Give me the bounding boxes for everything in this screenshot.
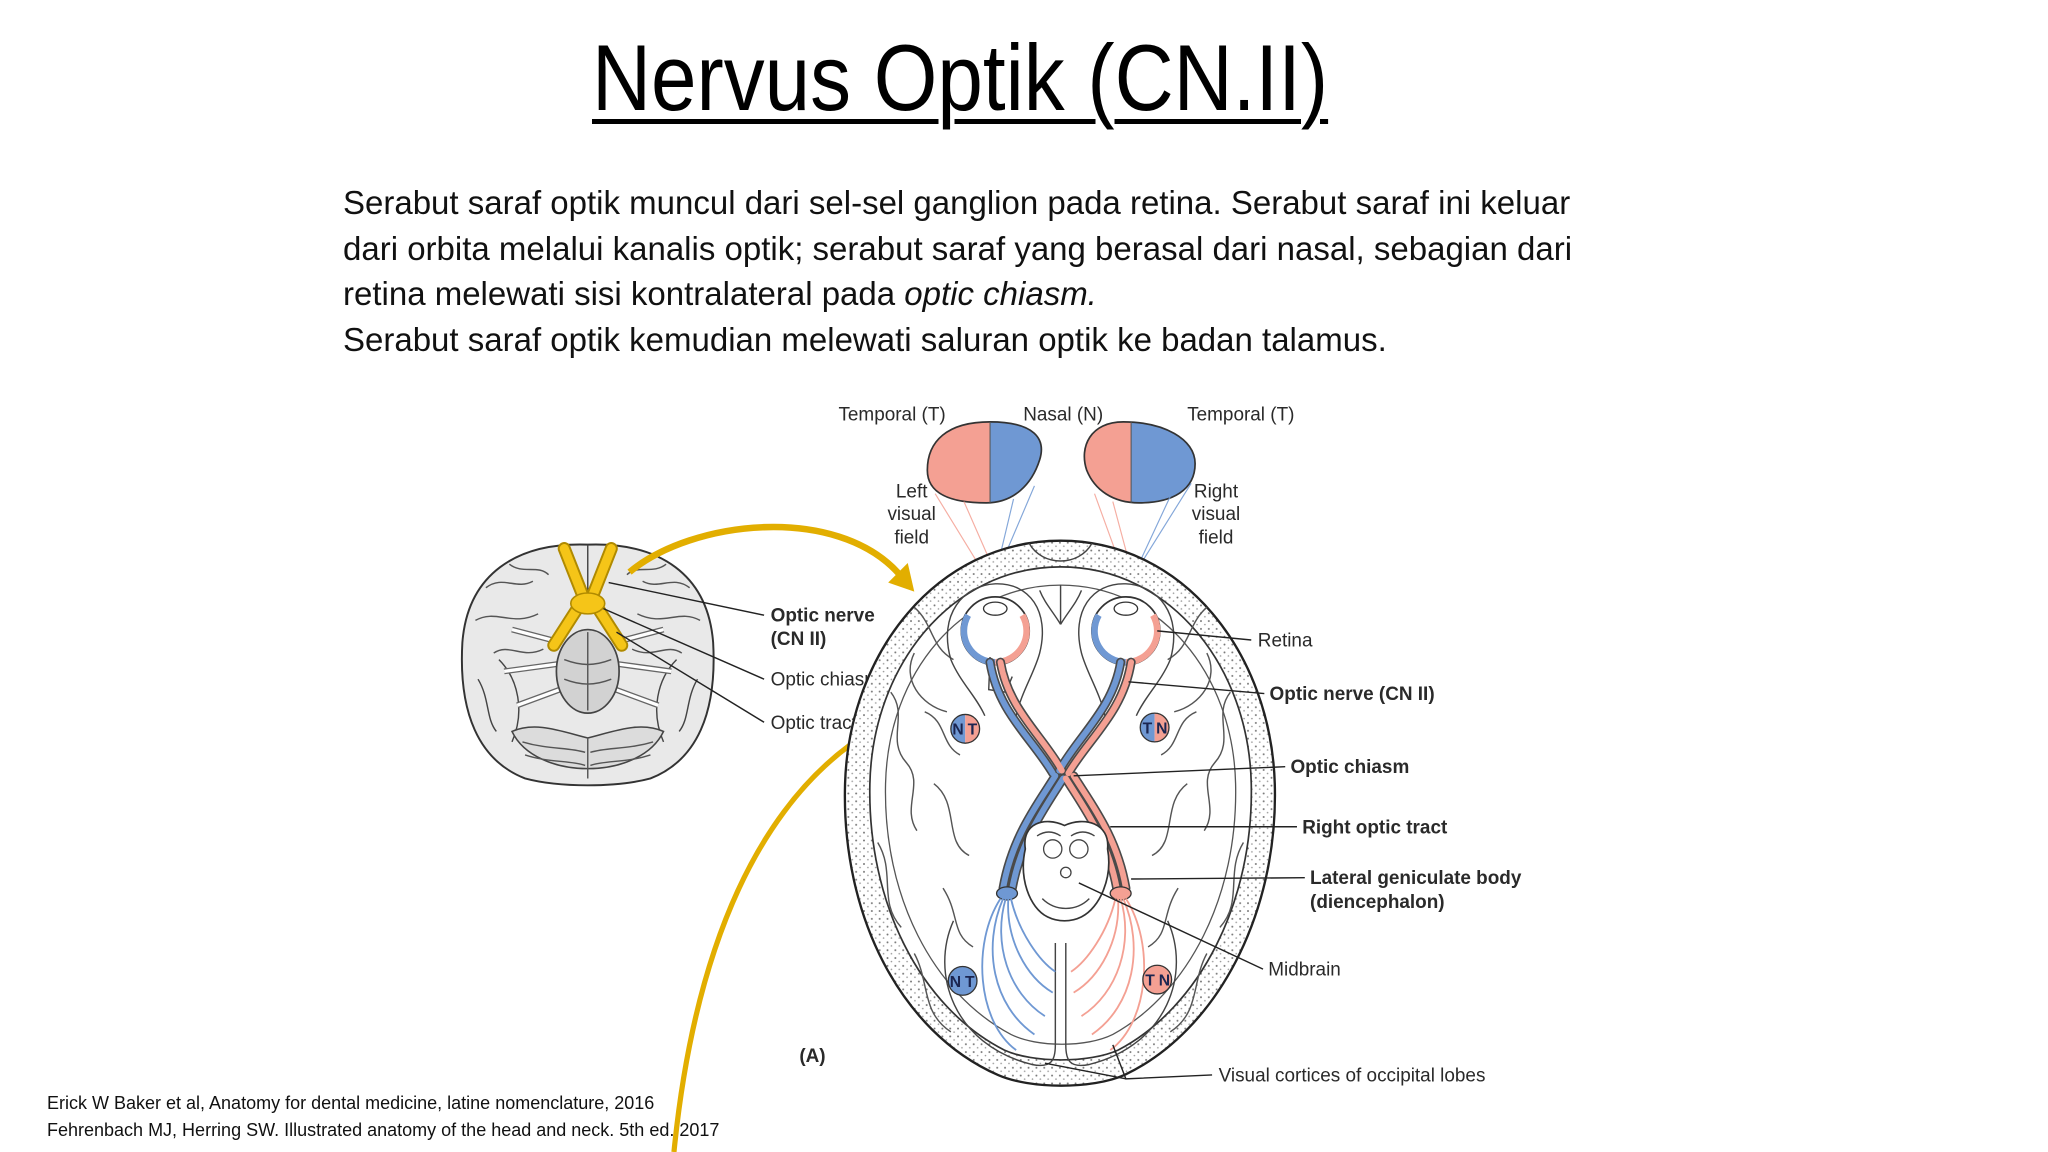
marker-upper-right: T N — [1139, 712, 1170, 743]
body-line-3-text: retina melewati sisi kontralateral pada — [343, 275, 905, 312]
inset-label-optic-tract: Optic tract — [771, 713, 858, 734]
label-midbrain: Midbrain — [1268, 960, 1341, 981]
inset-label-optic-nerve-cn: (CN II) — [771, 629, 827, 650]
occipital-lobe-left — [944, 920, 1057, 1067]
right-lens — [1113, 601, 1139, 616]
right-optic-nerve-temporal-fibers — [1065, 659, 1135, 777]
right-eye — [1078, 583, 1175, 717]
marker-letter: T — [1145, 972, 1155, 989]
left-orbit — [946, 583, 1044, 717]
body-line-3-italic: optic chiasm. — [904, 275, 1097, 312]
right-optic-nerve-nasal-fibers — [1056, 659, 1124, 774]
marker-letter: N — [1156, 720, 1167, 737]
frontal-sinus — [1028, 542, 1093, 562]
right-visual-field-label-2: visual — [1192, 504, 1240, 525]
brain-base-inset: Optic nerve (CN II) Optic chiasm Optic t… — [460, 542, 880, 787]
label-optic-chiasm: Optic chiasm — [1290, 757, 1409, 778]
references: Erick W Baker et al, Anatomy for dental … — [47, 1090, 719, 1144]
left-visual-field-label-3: field — [894, 527, 929, 548]
panel-label: (A) — [799, 1046, 825, 1067]
title-container: Nervus Optik (CN.II) — [460, 31, 1460, 125]
left-visual-field-label-2: visual — [887, 504, 935, 525]
body-line-1: Serabut saraf optik muncul dari sel-sel … — [343, 184, 1571, 221]
left-lens — [982, 601, 1008, 616]
right-optic-radiations — [1070, 898, 1146, 1051]
label-optic-nerve: Optic nerve (CN II) — [1270, 684, 1435, 705]
marker-letter: N — [952, 722, 963, 739]
left-lateral-geniculate-body — [995, 886, 1019, 901]
label-lgb-line-1: Lateral geniculate body — [1310, 868, 1522, 889]
pons-lines — [563, 632, 612, 711]
frontal-lobe-gyri — [475, 563, 701, 654]
leader-midbrain — [1078, 882, 1264, 970]
optic-chiasm-highlight — [569, 592, 606, 615]
right-visual-field-label-1: Right — [1194, 482, 1239, 503]
marker-letter: T — [968, 722, 978, 739]
body-line-4: Serabut saraf optik kemudian melewati sa… — [343, 320, 1387, 358]
brain-gyri-left — [877, 606, 974, 1033]
label-retina: Retina — [1258, 631, 1313, 652]
inset-label-optic-chiasm: Optic chiasm — [771, 670, 880, 691]
skull-inner — [869, 566, 1253, 1061]
right-visual-field-label-3: field — [1199, 527, 1234, 548]
header-right-temporal: Temporal (T) — [1187, 405, 1294, 426]
label-lgb-line-2: (diencephalon) — [1310, 892, 1445, 913]
cranial-nerve-roots — [503, 626, 672, 709]
leader-inset-optic-chiasm — [603, 607, 765, 680]
reference-item: Erick W Baker et al, Anatomy for dental … — [47, 1093, 655, 1113]
body-line-3: retina melewati sisi kontralateral pada … — [343, 271, 1572, 317]
right-lateral-geniculate-body — [1109, 886, 1132, 901]
optic-pathway — [985, 657, 1136, 893]
cerebellar-folia — [522, 737, 654, 779]
leader-inset-optic-nerve — [608, 581, 765, 616]
leader-visual-cortices-left — [1044, 1062, 1127, 1080]
body-paragraph: Serabut saraf optik muncul dari sel-sel … — [343, 180, 1572, 362]
leader-optic-chiasm — [1073, 765, 1286, 777]
leader-inset-optic-tract — [616, 631, 765, 723]
marker-upper-left: N T — [950, 713, 981, 744]
marker-letter: T — [1143, 720, 1153, 737]
brain-gyri-right — [1147, 606, 1245, 1033]
frontal-midline — [1039, 585, 1083, 625]
header-nasal: Nasal (N) — [1023, 405, 1103, 426]
left-visual-field-label-1: Left — [896, 482, 928, 503]
marker-letter: T — [965, 974, 975, 991]
slide-title: Nervus Optik (CN.II) — [591, 25, 1329, 130]
marker-letter: N — [1159, 972, 1170, 989]
body-line-2: dari orbita melalui kanalis optik; serab… — [343, 229, 1573, 267]
leader-lgb — [1131, 876, 1305, 880]
marker-letter: N — [950, 974, 961, 991]
reference-item: Fehrenbach MJ, Herring SW. Illustrated a… — [47, 1120, 720, 1140]
left-optic-nerve-temporal-fibers — [987, 659, 1056, 777]
leader-optic-nerve — [1128, 681, 1265, 695]
right-orbit — [1078, 583, 1175, 717]
temporal-lobe-outlines — [477, 659, 699, 743]
optic-nerves-highlight — [547, 542, 629, 652]
gold-arrow-to-head — [627, 523, 915, 592]
header-left-temporal: Temporal (T) — [838, 405, 945, 426]
arrowhead — [888, 562, 915, 592]
label-right-optic-tract: Right optic tract — [1302, 817, 1448, 838]
midbrain — [1022, 820, 1110, 922]
inset-label-optic-nerve: Optic nerve — [771, 606, 875, 627]
left-visual-field — [926, 421, 1043, 504]
head-axial-section — [843, 539, 1277, 1087]
label-visual-cortices: Visual cortices of occipital lobes — [1219, 1065, 1486, 1086]
left-optic-nerve-nasal-fibers — [997, 659, 1065, 774]
marker-lower-right: T N — [1142, 964, 1173, 995]
brain-surface — [884, 584, 1237, 1045]
left-optic-radiations — [981, 898, 1056, 1051]
right-visual-field — [1083, 421, 1196, 504]
occipital-lobe-right — [1065, 920, 1178, 1067]
marker-lower-left: N T — [947, 965, 978, 996]
leader-retina — [1157, 630, 1252, 641]
